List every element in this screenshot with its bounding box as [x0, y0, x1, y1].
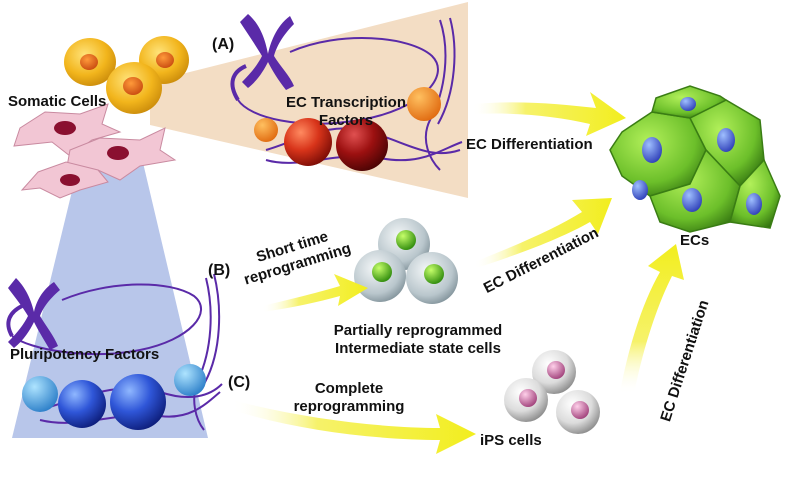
intermediate-cells — [354, 218, 458, 304]
panel-a-differentiation-label: EC Differentiation — [466, 136, 593, 153]
arrow-a-differentiation — [472, 92, 626, 136]
ips-cells-label: iPS cells — [480, 432, 542, 449]
arrow-c-reprogramming — [232, 400, 476, 454]
somatic-cells-label: Somatic Cells — [8, 93, 107, 110]
pluripotency-factors — [22, 364, 206, 430]
pluripotency-factors-label: Pluripotency Factors — [10, 346, 160, 363]
complete-reprogramming-label: Complete reprogramming — [293, 380, 405, 415]
arrow-b-reprogramming — [262, 274, 368, 312]
panel-a-chromosome — [240, 14, 294, 90]
somatic-yellow-cells — [64, 36, 189, 114]
ec-transcription-factors-label: EC Transcription Factors — [285, 94, 407, 129]
pluripotency-chromosome — [8, 278, 60, 350]
somatic-pink-cells — [13, 103, 177, 199]
panel-c-tag: (C) — [228, 374, 251, 391]
panel-b-tag: (B) — [208, 262, 231, 279]
panel-a-tag: (A) — [212, 36, 235, 53]
panel-a-beam — [150, 2, 468, 198]
ecs-label: ECs — [680, 232, 710, 249]
intermediate-cells-label: Partially reprogrammed Intermediate stat… — [333, 322, 503, 357]
arrow-b-differentiation — [474, 198, 612, 268]
panel-a-transcription-factors — [254, 87, 441, 171]
arrow-c-differentiation — [620, 244, 684, 394]
endothelial-cells — [609, 85, 781, 233]
pluripotency-beam — [12, 150, 208, 438]
ips-cells — [504, 350, 600, 434]
